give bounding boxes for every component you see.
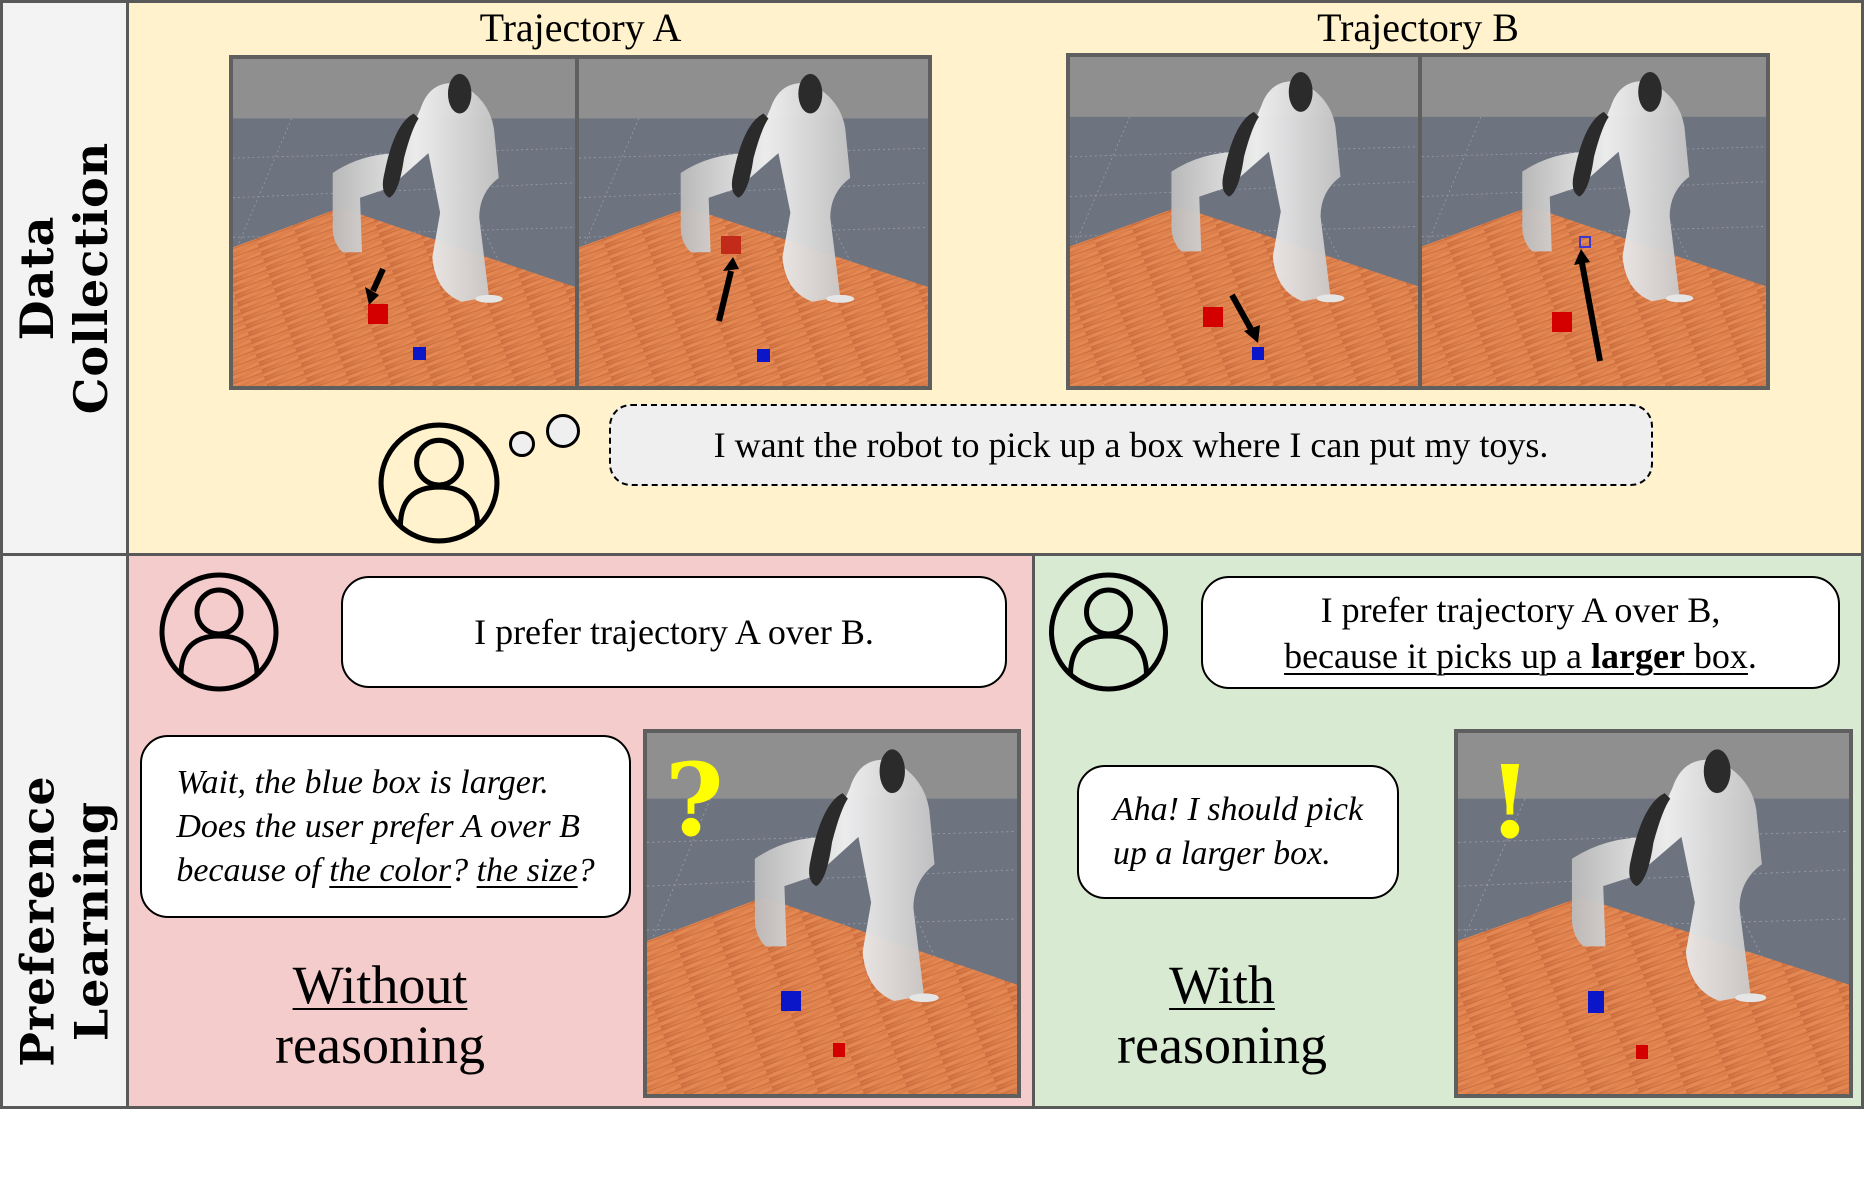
reason-suffix: box (1684, 635, 1748, 676)
robot-scene-image (1458, 733, 1849, 1094)
trajectory-a-frame-1 (233, 59, 575, 386)
with-result-image (1458, 733, 1849, 1094)
user-thought-text: I want the robot to pick up a box where … (713, 425, 1549, 465)
red-box (1203, 307, 1223, 327)
exclamation-mark-icon: ! (1488, 743, 1532, 861)
arrow-icon (1229, 293, 1260, 343)
label-line-1: With (1169, 955, 1275, 1015)
reason-emphasis: larger (1590, 635, 1685, 676)
thought-bubble-icon (509, 431, 535, 457)
option-color: the color (329, 851, 452, 889)
robot-thought-line-1: Wait, the blue box is larger. (176, 763, 549, 801)
red-box (1636, 1045, 1648, 1059)
blue-box (1579, 236, 1591, 248)
blue-box (757, 349, 770, 362)
user-avatar (158, 572, 280, 692)
label-line-1: Preference (10, 775, 65, 1067)
user-preference-text: I prefer trajectory A over B. (474, 612, 874, 652)
robot-thought-line-3: because of the color? the size? (176, 849, 594, 893)
blue-box (1588, 991, 1604, 1013)
separator: ? (451, 851, 477, 889)
user-avatar-icon (159, 572, 279, 692)
label-line-1: Data (10, 215, 65, 341)
arrow-icon (1574, 249, 1603, 362)
outer-border-bottom (0, 1106, 1864, 1109)
trajectory-b-frame-1 (1070, 57, 1418, 386)
without-result-image (647, 733, 1017, 1094)
user-avatar (1047, 572, 1170, 692)
label-line-2: reasoning (1117, 1015, 1327, 1075)
robot-thought-bubble: Wait, the blue box is larger. Does the u… (140, 735, 631, 918)
row-divider (0, 553, 1864, 556)
arrow-icon (716, 257, 739, 322)
with-reasoning-label: With reasoning (1072, 955, 1372, 1075)
thought-bubble-icon (546, 414, 580, 448)
reason-text: because it picks up a larger box (1284, 636, 1748, 676)
arrow-icon (365, 267, 386, 305)
user-avatar-icon (1049, 572, 1168, 692)
option-size: the size (476, 851, 578, 889)
statement-line-1: I prefer trajectory A over B, (1320, 589, 1721, 630)
user-thought-bubble: I want the robot to pick up a box where … (609, 404, 1653, 486)
user-preference-reason-bubble: I prefer trajectory A over B, because it… (1201, 576, 1840, 689)
robot-scene-image (233, 59, 575, 386)
red-box (721, 236, 741, 254)
blue-box (781, 991, 801, 1011)
robot-insight-line-2: up a larger box. (1112, 835, 1331, 872)
red-box (833, 1043, 845, 1057)
red-box (368, 304, 388, 324)
frame-divider (1418, 53, 1422, 390)
robot-scene-image (579, 59, 928, 386)
label-line-1: Without (292, 955, 468, 1015)
robot-scene-image (1070, 57, 1418, 386)
without-reasoning-label: Without reasoning (230, 955, 530, 1075)
user-preference-bubble: I prefer trajectory A over B. (341, 576, 1007, 688)
label-line-2: Collection (64, 141, 119, 415)
trajectory-b-title: Trajectory B (1317, 5, 1519, 50)
label-line-2: Learning (64, 800, 119, 1042)
user-avatar-icon (378, 422, 500, 544)
reason-prefix: because it picks up a (1284, 635, 1591, 676)
trajectory-a-title: Trajectory A (479, 5, 682, 50)
question-mark-icon: ? (665, 741, 724, 859)
statement-end: . (1747, 635, 1757, 676)
suffix: ? (577, 851, 595, 889)
robot-scene-image (1422, 57, 1766, 386)
trajectory-a-frame-2 (579, 59, 928, 386)
robot-scene-image (647, 733, 1017, 1094)
trajectory-b-frame-2 (1422, 57, 1766, 386)
line-prefix: because of (176, 851, 330, 889)
preference-learning-label: Preference Learning (3, 556, 126, 1106)
data-collection-label: Data Collection (3, 3, 126, 553)
statement-line-2: because it picks up a larger box. (1284, 633, 1757, 679)
user-avatar (378, 422, 500, 544)
panel-divider (1032, 555, 1035, 1109)
robot-insight-bubble: Aha! I should pick up a larger box. (1077, 765, 1399, 899)
red-box (1552, 312, 1572, 332)
robot-insight-line-1: Aha! I should pick (1112, 791, 1364, 828)
robot-thought-line-2: Does the user prefer A over B (176, 807, 580, 845)
blue-box (413, 347, 426, 360)
label-line-2: reasoning (275, 1015, 485, 1075)
outer-border-top (0, 0, 1864, 3)
blue-box (1252, 347, 1264, 360)
frame-divider (575, 55, 579, 390)
